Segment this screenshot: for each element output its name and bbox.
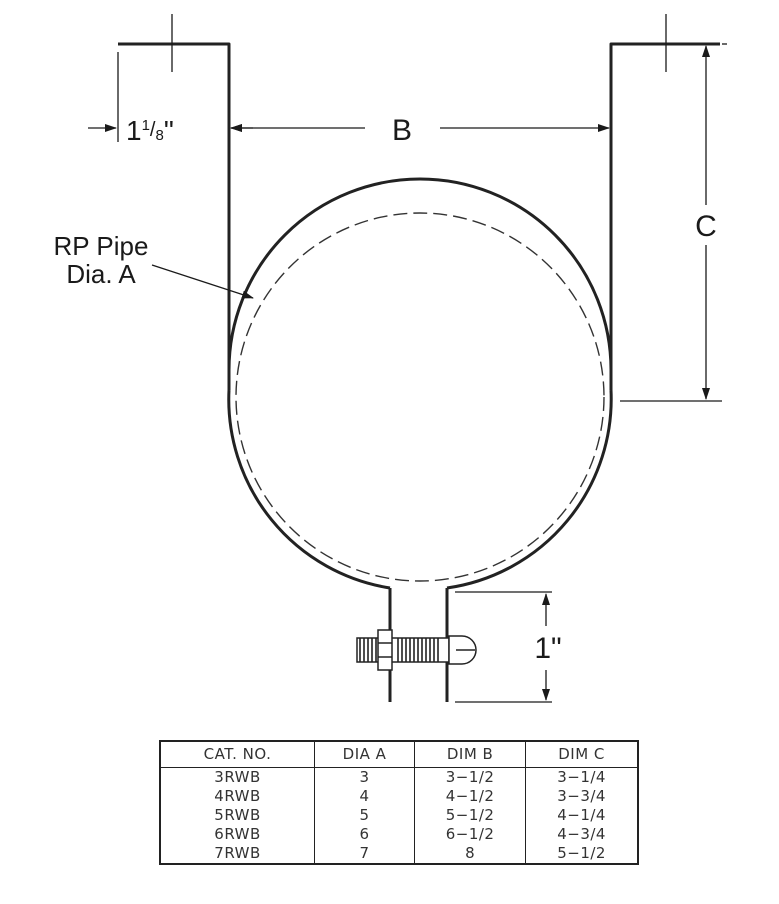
cell-dim-b: 5−1/2 [414,806,527,825]
cell-dim-c: 4−1/4 [525,806,639,825]
cell-dia-a: 3 [314,767,416,787]
cell-dim-c: 4−3/4 [525,825,639,844]
cell-dim-b: 6−1/2 [414,825,527,844]
cell-dia-a: 5 [314,806,416,825]
table-row: 3RWB 3 3−1/2 3−1/4 [159,767,639,787]
flange-width-label: 11/8" [126,115,174,146]
cell-dim-c: 5−1/2 [525,844,639,864]
cell-cat-no: 6RWB [159,825,316,844]
table-row: 7RWB 7 8 5−1/2 [159,844,639,864]
cell-cat-no: 7RWB [159,844,316,864]
col-header-dim-b: DIM B [414,741,527,768]
cell-dim-c: 3−1/4 [525,767,639,787]
cell-dim-c: 3−3/4 [525,787,639,806]
dim-b-label: B [392,114,412,147]
table-row: 4RWB 4 4−1/2 3−3/4 [159,787,639,806]
table-row: 6RWB 6 6−1/2 4−3/4 [159,825,639,844]
dim-c [620,43,727,402]
table-header-row: CAT. NO. DIA A DIM B DIM C [159,741,639,768]
bolt [356,629,477,671]
dim-b [230,14,667,132]
col-header-dim-c: DIM C [525,741,639,768]
pipe-label-line1: RP Pipe [54,231,149,261]
bolt-gap-label: 1" [534,632,561,665]
clamp-strap [118,42,720,702]
cell-dia-a: 7 [314,844,416,864]
dim-bolt-gap [455,591,552,703]
table-row: 5RWB 5 5−1/2 4−1/4 [159,806,639,825]
pipe-outline [235,212,605,582]
cell-dim-b: 8 [414,844,527,864]
cell-dia-a: 4 [314,787,416,806]
pipe-leader [151,264,254,299]
cell-cat-no: 5RWB [159,806,316,825]
cell-cat-no: 3RWB [159,767,316,787]
cell-dim-b: 4−1/2 [414,787,527,806]
col-header-dia-a: DIA A [314,741,416,768]
col-header-cat-no: CAT. NO. [159,741,316,768]
cell-cat-no: 4RWB [159,787,316,806]
spec-table: CAT. NO. DIA A DIM B DIM C 3RWB 3 3−1/2 … [159,740,639,865]
cell-dim-b: 3−1/2 [414,767,527,787]
cell-dia-a: 6 [314,825,416,844]
dim-c-label: C [695,210,717,243]
pipe-label-line2: Dia. A [66,259,136,289]
